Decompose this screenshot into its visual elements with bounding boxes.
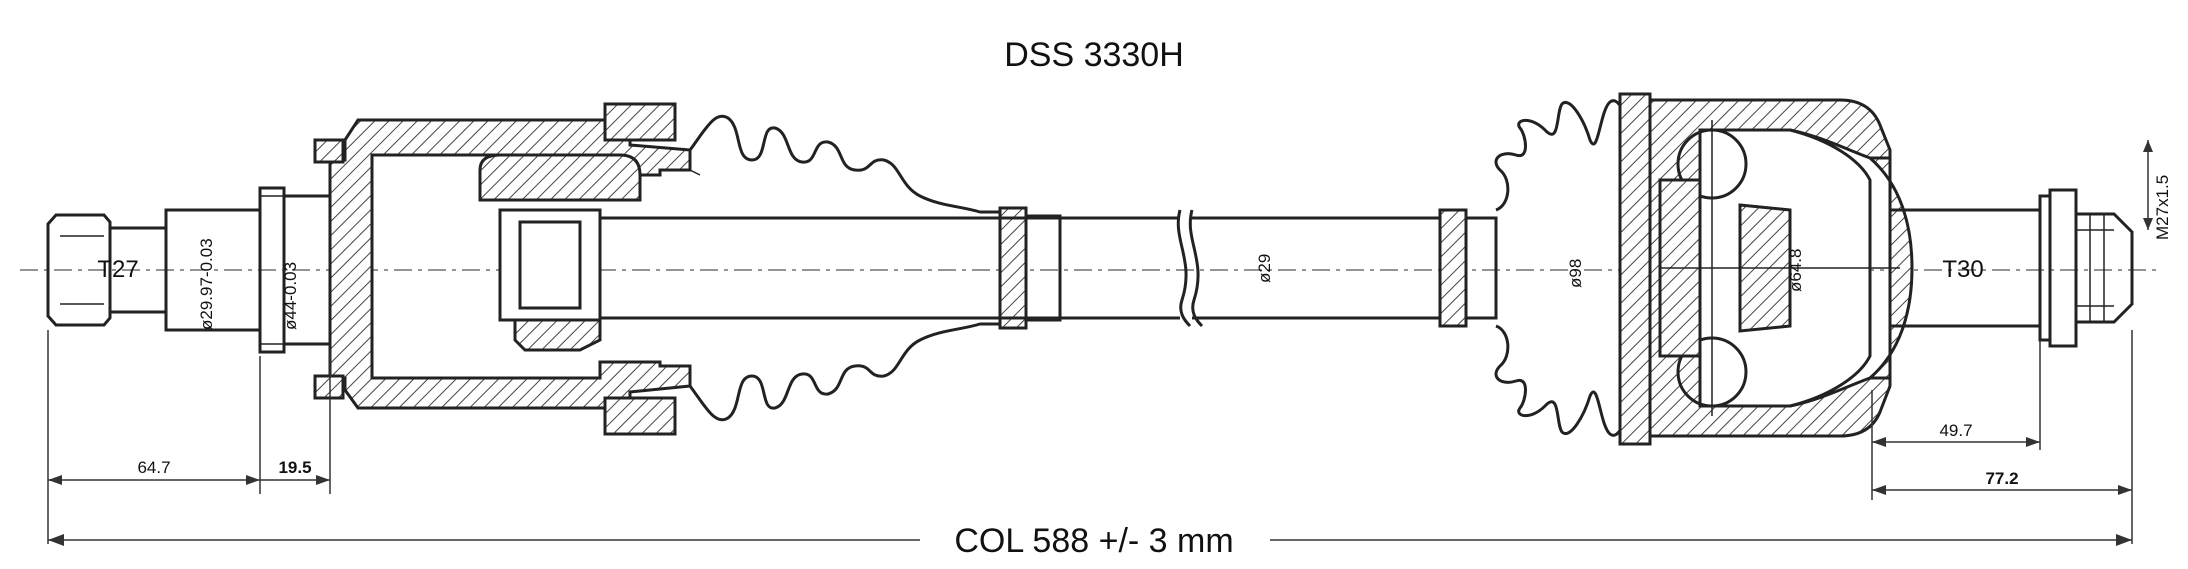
inner-boot-clamp [998,206,1028,330]
dim-flange-left: 19.5 [278,458,311,477]
left-spline-label: T27 [97,256,138,283]
overall-length-label: COL 588 +/- 3 mm [954,522,1233,560]
inner-collar [1024,214,1062,322]
outer-joint-housing [1648,98,1914,438]
left-dia-label-1: ø29.97-0.03 [197,238,216,330]
boot-dia-label: ø98 [1566,259,1585,288]
inner-joint-housing [313,102,692,436]
outer-boot-clamp-small [1438,208,1468,328]
cv-dia-label: ø64.8 [1786,249,1805,292]
dim-outer-right: 77.2 [1985,469,2018,488]
inner-boot [688,114,1000,422]
outer-collar [1464,216,1498,320]
thread-label: M27x1.5 [2153,175,2172,240]
outer-boot [1494,99,1650,437]
dimension-lines [47,140,2153,546]
outer-boot-clamp-large [1618,92,1652,446]
right-spline-label: T30 [1942,256,1983,283]
dim-inner-right: 49.7 [1939,421,1972,440]
shaft-dia-label: ø29 [1255,254,1274,283]
right-stub-shaft [1888,188,2134,348]
left-dia-label-2: ø44-0.03 [281,262,300,330]
drawing-title: DSS 3330H [1004,36,1184,74]
main-shaft [600,209,1440,328]
dim-length-left: 64.7 [137,458,170,477]
